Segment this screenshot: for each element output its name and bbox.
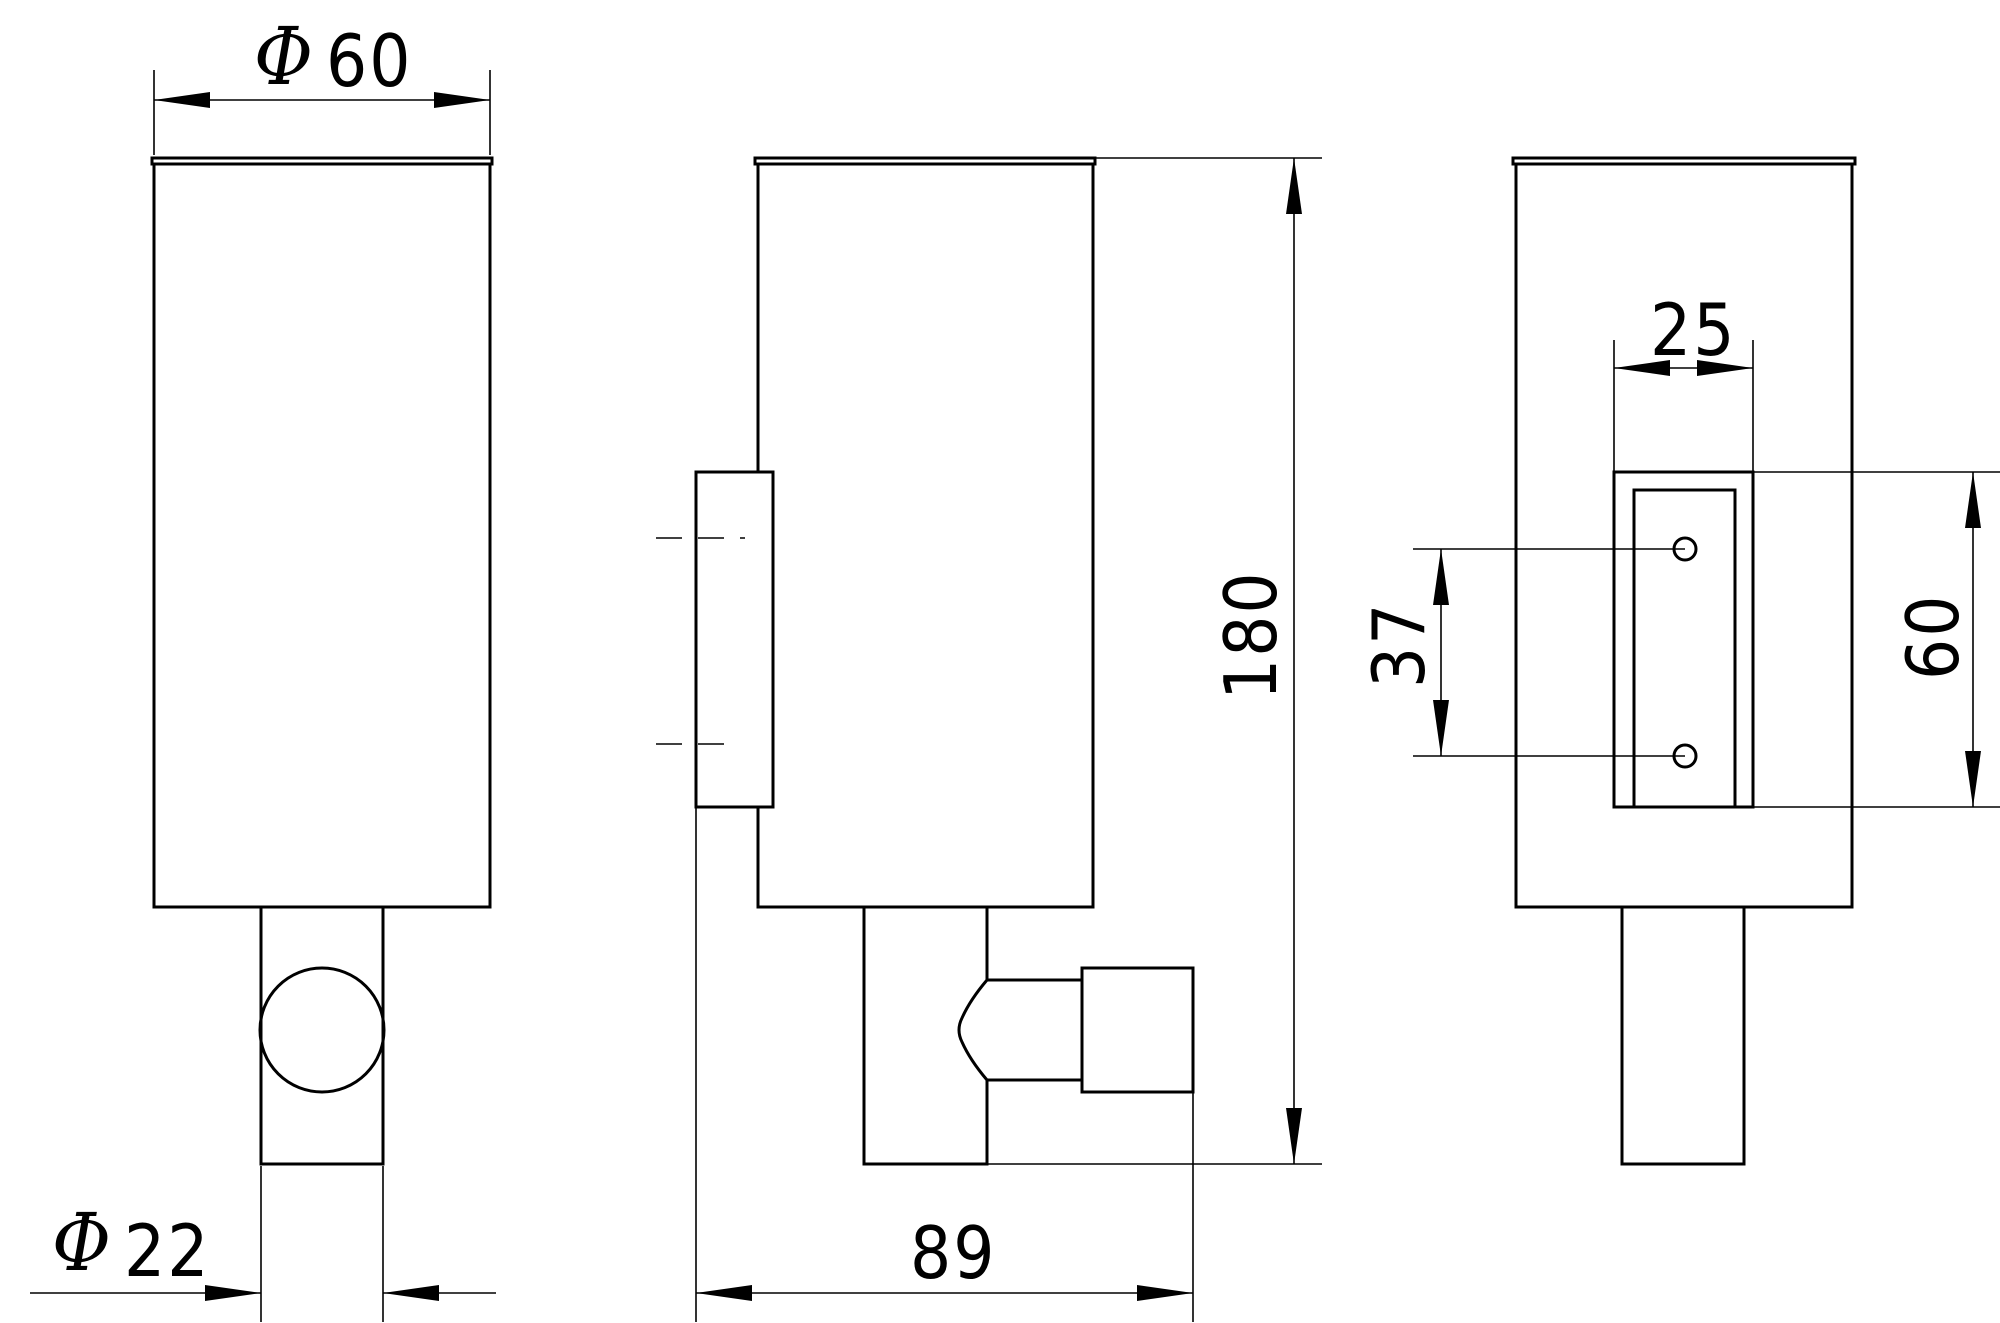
depth-dimension: 89 <box>695 807 1194 1322</box>
front-view: Φ 60 Φ 22 <box>30 10 496 1322</box>
plate-width-value: 25 <box>1650 288 1736 372</box>
top-diameter-value: 60 <box>326 19 412 103</box>
side-wall-bracket <box>694 470 775 809</box>
top-diameter-dimension: Φ 60 <box>153 10 491 155</box>
bottom-diameter-symbol: Φ <box>52 1196 113 1289</box>
depth-value: 89 <box>910 1211 996 1295</box>
front-pump-button <box>258 966 386 1094</box>
rear-body <box>1514 162 1854 909</box>
plate-height-value: 60 <box>1891 594 1975 680</box>
bottom-diameter-dimension: Φ 22 <box>30 1166 496 1322</box>
rear-spout <box>1620 905 1746 1166</box>
rear-view: 25 37 60 <box>1357 156 2000 1166</box>
height-value: 180 <box>1209 570 1293 700</box>
plate-width-dimension: 25 <box>1613 288 1754 472</box>
front-spout <box>259 905 385 1166</box>
height-dimension: 180 <box>987 157 1322 1165</box>
side-body <box>756 162 1095 909</box>
bottom-diameter-value: 22 <box>124 1209 210 1293</box>
rear-mounting-plate-inner <box>1632 488 1737 809</box>
plate-height-dimension: 60 <box>1753 471 2000 808</box>
side-view: 180 89 <box>656 156 1322 1322</box>
side-spout-stem <box>862 905 989 1166</box>
side-nozzle-head <box>1080 966 1195 1094</box>
side-nozzle-neck <box>957 977 1084 1083</box>
top-diameter-symbol: Φ <box>254 10 315 103</box>
front-body <box>152 162 492 909</box>
hole-spacing-value: 37 <box>1357 602 1441 688</box>
hole-spacing-dimension: 37 <box>1357 548 1685 757</box>
